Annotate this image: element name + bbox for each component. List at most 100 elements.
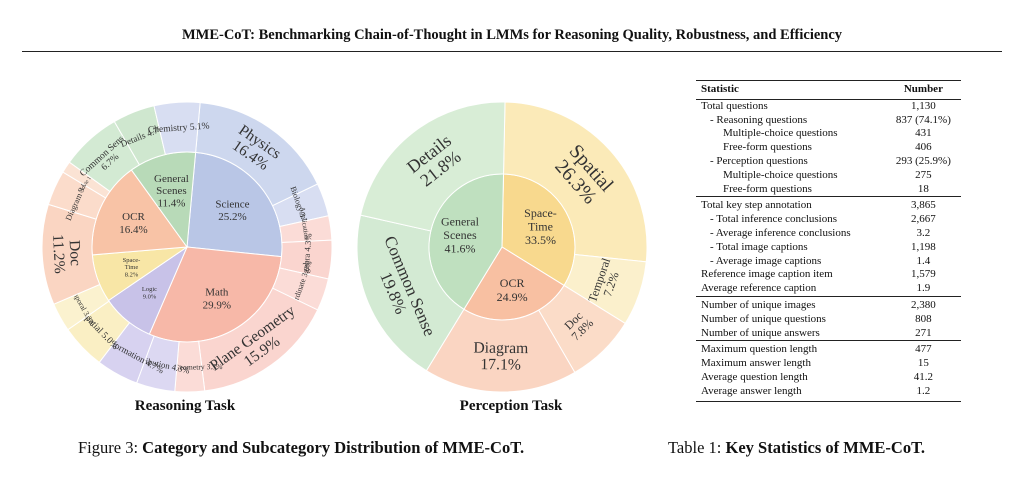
table-cell-statistic: - Reasoning questions	[710, 113, 808, 126]
outer-label-doc: Doc11.2%	[49, 233, 84, 274]
table-row: Total questions 1,130	[696, 99, 961, 113]
table-cell-statistic: Total key step annotation	[696, 196, 885, 214]
reasoning-chart-title: Reasoning Task	[134, 398, 236, 414]
table-cell-number: 837 (74.1%)	[895, 113, 951, 126]
perception-chart-title: Perception Task	[459, 398, 563, 414]
table-cell-statistic: Number of unique questions	[701, 312, 826, 325]
inner-pct: 41.6%	[444, 242, 475, 256]
inner-pct: 8.2%	[125, 271, 139, 278]
table-cell-statistic: Maximum question length	[696, 340, 885, 358]
table-cell-number: 477	[884, 340, 961, 358]
outer-pct: 17.1%	[480, 356, 521, 373]
outer-slice-chemistry	[153, 101, 201, 156]
inner-pct: 24.9%	[497, 290, 528, 304]
table-cell-statistic: - Perception questions	[710, 154, 808, 167]
table-cell-number: 3,865	[884, 196, 961, 214]
table-caption-prefix: Table 1:	[668, 438, 726, 457]
table-header-number: Number	[884, 80, 961, 100]
table-cell-number: 1,198	[911, 240, 936, 253]
table-row: Average question length 41.2	[696, 371, 961, 385]
table-cell-number: 1,130	[911, 99, 936, 112]
table-caption-bold: Key Statistics of MME-CoT.	[725, 438, 926, 457]
outer-pct: 4.3%	[171, 362, 191, 376]
table-cell-statistic: Multiple-choice questions	[723, 168, 838, 181]
table-cell-statistic: Average reference caption	[701, 282, 817, 295]
inner-pct: 11.4%	[157, 198, 185, 210]
outer-label-solid-geometry: Solid Geometry 3.3%	[156, 362, 223, 372]
table-row: Multiple-choice questions 275	[696, 169, 961, 183]
table-row: Number of unique questions 808	[696, 313, 961, 327]
inner-pct: 29.9%	[203, 299, 231, 311]
table-cell-number: 431	[915, 127, 932, 140]
paper-header-title: MME-CoT: Benchmarking Chain-of-Thought i…	[181, 27, 843, 43]
table-cell-statistic: - Total inference conclusions	[710, 213, 838, 226]
table-cell-number: 293 (25.9%)	[895, 154, 951, 167]
table-cell-number: 808	[915, 312, 932, 325]
table-cell-statistic: - Average inference conclusions	[710, 226, 851, 239]
table-cell-number: 406	[915, 141, 932, 154]
outer-pct: 4.3%	[302, 233, 314, 252]
table-row: - Average inference conclusions 3.2	[696, 227, 961, 241]
outer-slice-common-sense	[356, 214, 465, 372]
table-cell-statistic: Average answer length	[696, 384, 885, 402]
table-cell-statistic: Number of unique images	[696, 295, 885, 313]
figure-caption-prefix: Figure 3:	[78, 438, 143, 457]
table-cell-number: 1,579	[911, 268, 936, 281]
table-cell-number: 275	[915, 168, 932, 181]
statistics-table: Statistic Number Total questions 1,130 - R…	[696, 80, 961, 402]
outer-pct: 5.1%	[189, 121, 210, 132]
table-cell-statistic: Total questions	[701, 99, 768, 112]
outer-pct: 3.3%	[206, 362, 223, 371]
table-row: - Total inference conclusions 2,667	[696, 213, 961, 227]
table-cell-number: 1.4	[916, 254, 931, 267]
table-cell-number: 18	[917, 182, 929, 195]
table-cell-number: 3.2	[916, 226, 931, 239]
table-row: Multiple-choice questions 431	[696, 127, 961, 141]
inner-pct: 9.0%	[143, 294, 157, 301]
table-cell-number: 271	[915, 326, 932, 339]
table-cell-statistic: Average question length	[701, 370, 808, 383]
outer-label-diagram: Diagram17.1%	[473, 340, 528, 374]
table-cell-statistic: Number of unique answers	[701, 326, 820, 339]
table-cell-statistic: Reference image caption item	[701, 268, 833, 281]
table-row: Number of unique answers 271	[696, 327, 961, 341]
outer-label-chemistry: Chemistry 5.1%	[148, 121, 210, 135]
table-cell-number: 2,667	[911, 213, 936, 226]
table-row: - Total image captions 1,198	[696, 241, 961, 255]
table-row: - Reasoning questions 837 (74.1%)	[696, 114, 961, 128]
table-cell-number: 1.2	[884, 384, 961, 402]
figure-caption-bold: Category and Subcategory Distribution of…	[142, 438, 525, 457]
header-rule	[22, 51, 1002, 52]
table-cell-number: 41.2	[913, 370, 934, 383]
outer-slice-details	[359, 101, 506, 232]
inner-pct: 25.2%	[218, 211, 246, 223]
table-cell-number: 2,380	[884, 295, 961, 313]
table-cell-statistic: Maximum answer length	[701, 357, 811, 370]
table-row: - Perception questions 293 (25.9%)	[696, 155, 961, 169]
table-cell-statistic: - Total image captions	[710, 240, 808, 253]
outer-slice-spatial	[503, 101, 648, 263]
table-cell-statistic: Multiple-choice questions	[723, 127, 838, 140]
table-caption: Table 1: Key Statistics of MME-CoT.	[668, 438, 925, 458]
outer-pct: 11.2%	[49, 234, 68, 274]
table-header-statistic: Statistic	[696, 80, 885, 100]
